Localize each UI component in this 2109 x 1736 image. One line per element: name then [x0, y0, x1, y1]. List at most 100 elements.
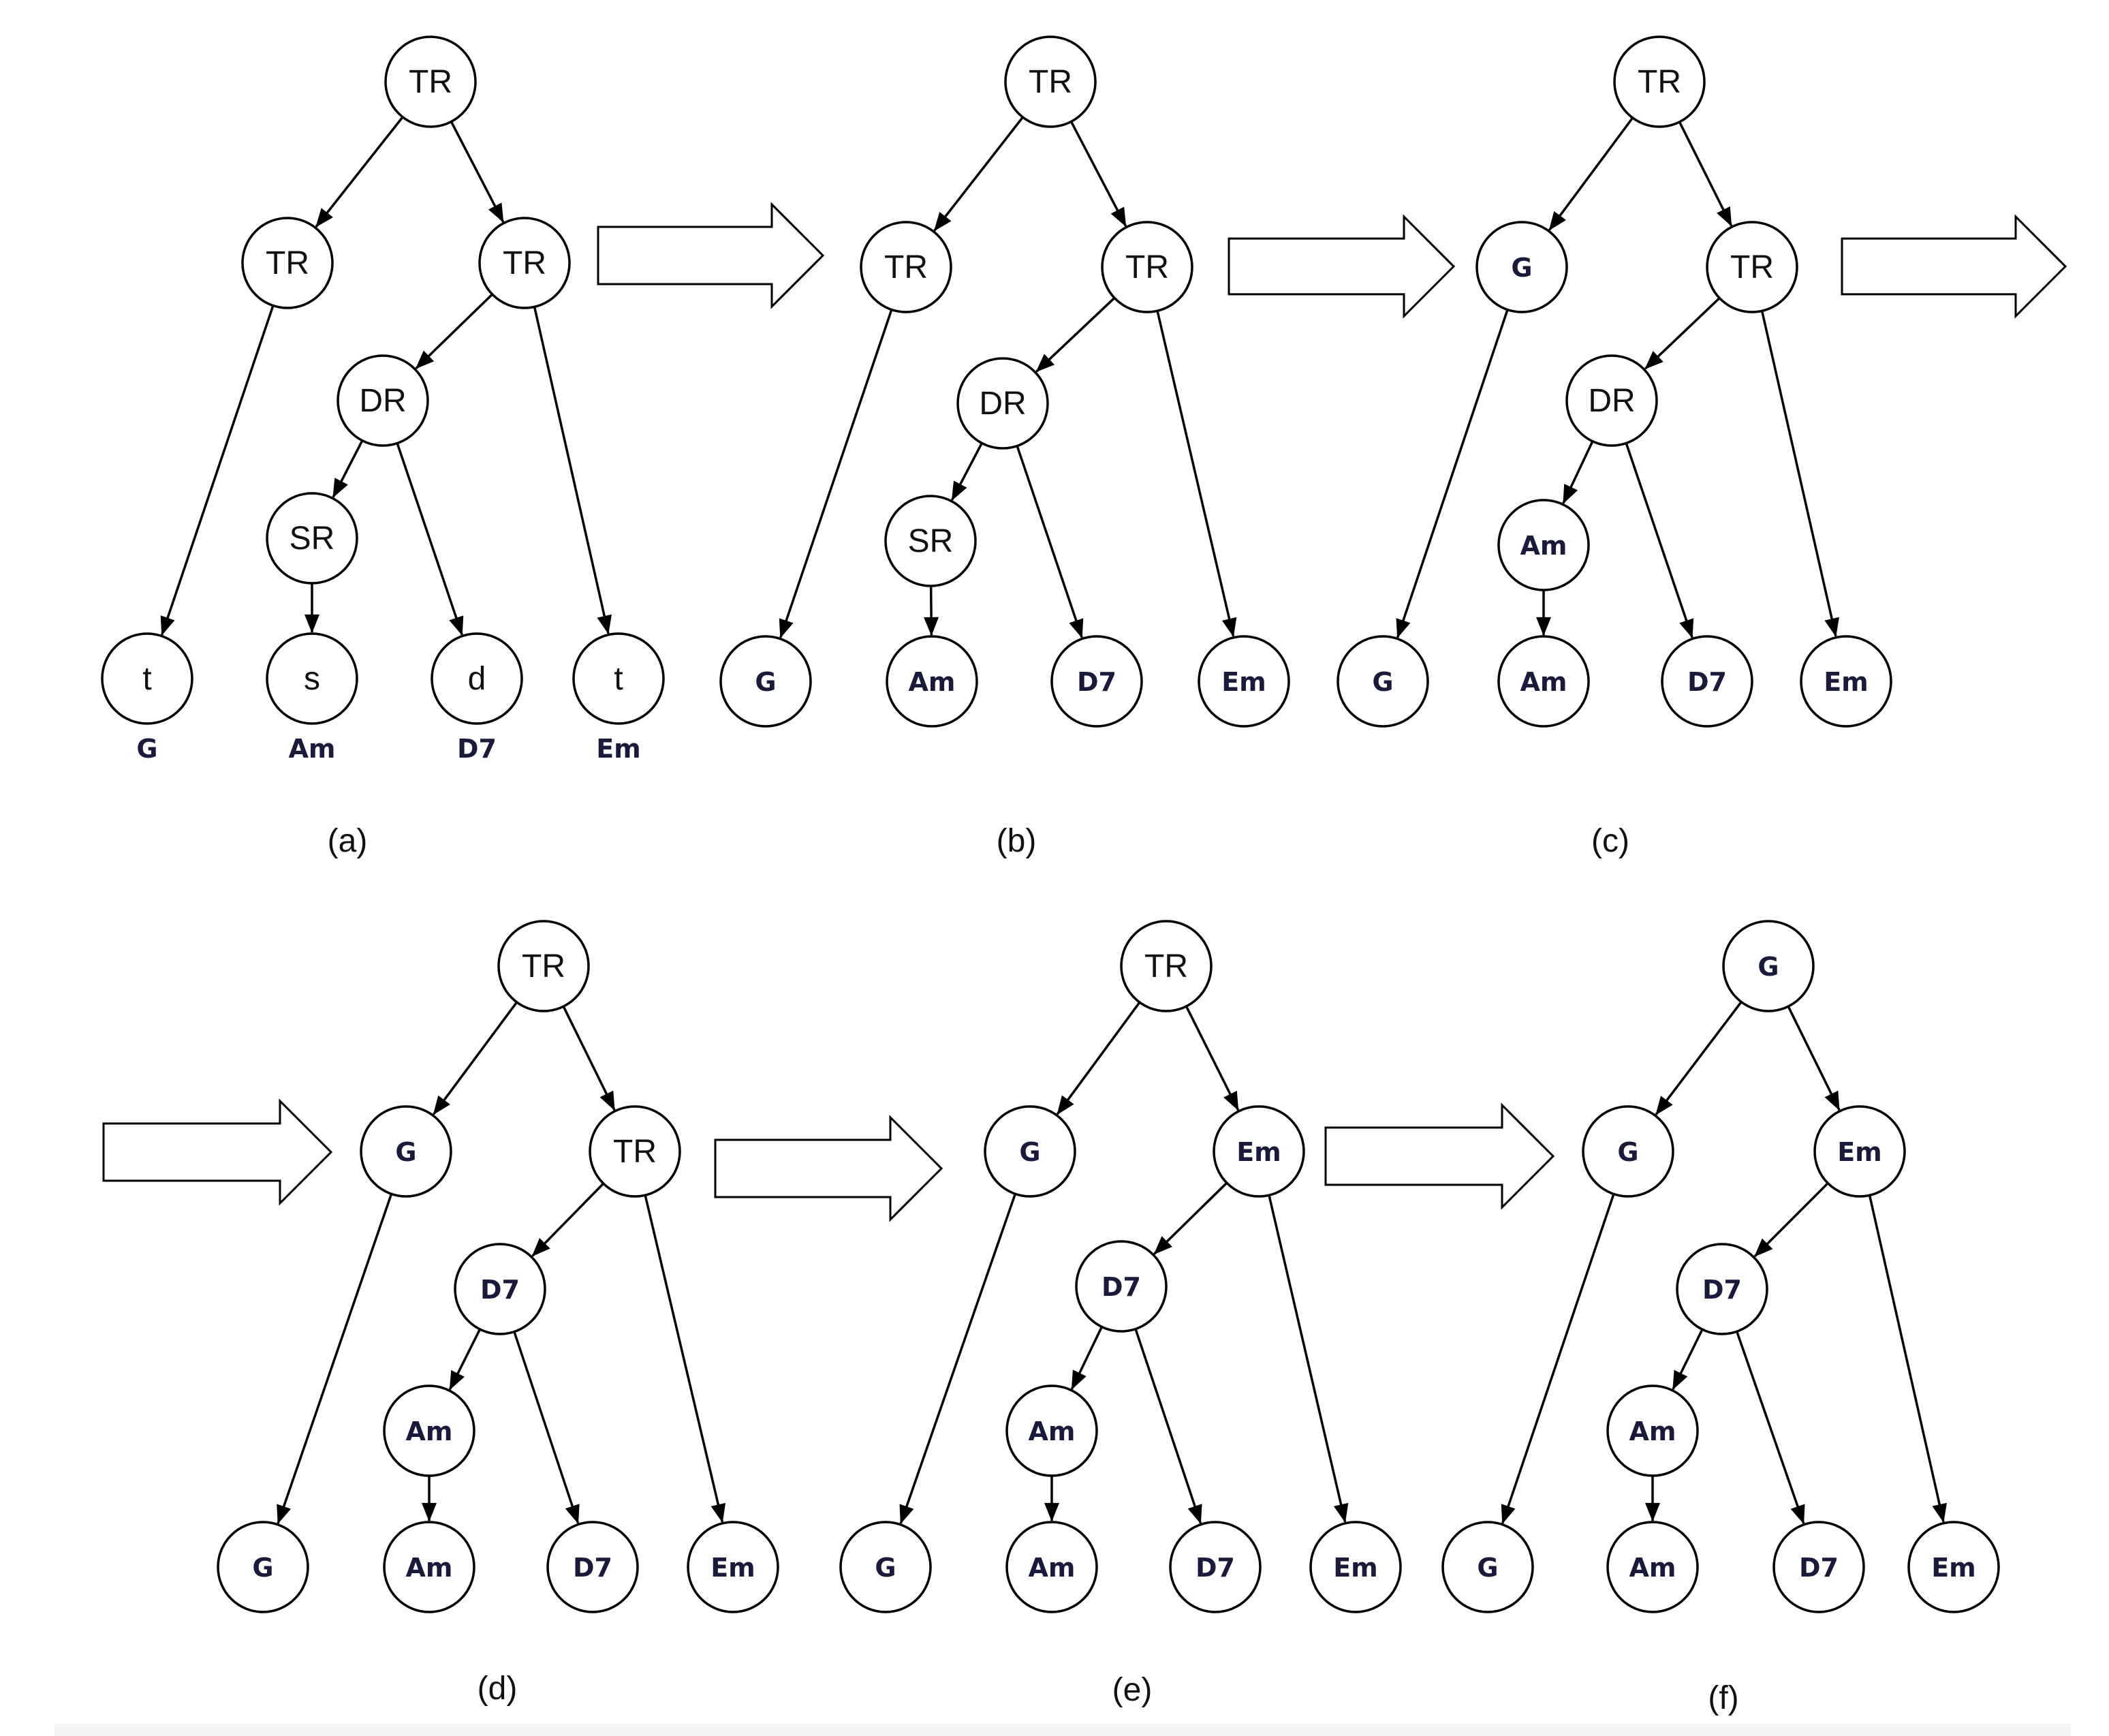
- node-circle: [839, 1521, 932, 1613]
- node-label: t: [614, 661, 623, 697]
- tree-node: TR: [1101, 221, 1193, 313]
- node-label: TR: [503, 245, 546, 281]
- tree-edge: [332, 439, 364, 498]
- tree-node: Am: [383, 1384, 475, 1477]
- tree-node: G: [719, 635, 812, 728]
- tree-edge: [1016, 445, 1084, 638]
- node-label: G: [395, 1137, 416, 1167]
- tree-node: TR: [860, 221, 952, 313]
- tree-edge: [1268, 1194, 1349, 1523]
- node-circle: [1213, 1105, 1305, 1198]
- node-label: Am: [1629, 1553, 1676, 1583]
- node-circle: [241, 217, 334, 309]
- tree-node: TR: [384, 35, 477, 128]
- tree-edge: [1056, 1002, 1141, 1115]
- node-circle: [266, 632, 358, 725]
- node-label: G: [1758, 952, 1779, 982]
- node-circle: [1198, 635, 1290, 728]
- node-label: SR: [908, 523, 954, 559]
- tree-node: Em: [1198, 635, 1290, 728]
- block-arrow-icon: [714, 1115, 943, 1222]
- tree-node: Em: [1813, 1105, 1906, 1198]
- tree-edge: [533, 306, 612, 635]
- tree-edge: [644, 1194, 726, 1523]
- tree-node: Am: [1005, 1384, 1098, 1477]
- tree-node: D7: [1075, 1240, 1168, 1333]
- tree-node: TR: [478, 217, 571, 309]
- node-label: Em: [1236, 1137, 1281, 1167]
- node-label: Em: [1221, 667, 1266, 697]
- tree-node: Am: [383, 1521, 475, 1613]
- chord-label-below: Em: [596, 734, 641, 764]
- node-circle: [478, 217, 571, 309]
- node-label: TR: [1730, 249, 1774, 285]
- node-label: D7: [573, 1553, 612, 1583]
- node-label: TR: [884, 249, 928, 285]
- tree-edge: [1753, 1182, 1829, 1258]
- node-circle: [266, 492, 358, 585]
- tree-edge: [1760, 310, 1839, 638]
- node-circle: [1606, 1384, 1699, 1477]
- block-arrow-icon: [597, 202, 825, 309]
- tree-node: Em: [1907, 1521, 2000, 1613]
- tree-node: TR: [497, 920, 590, 1012]
- tree-node: Am: [1005, 1521, 1098, 1613]
- node-label: TR: [266, 245, 309, 281]
- tree-edge: [160, 305, 275, 636]
- node-circle: [497, 920, 590, 1012]
- node-label: D7: [1687, 667, 1727, 697]
- tree-edge: [1625, 442, 1694, 638]
- node-circle: [1309, 1521, 1402, 1613]
- node-circle: [984, 1105, 1076, 1198]
- tree-node: D7: [1050, 635, 1143, 728]
- node-label: TR: [1125, 249, 1169, 285]
- node-circle: [1772, 1521, 1865, 1613]
- tree-node: G: [1337, 635, 1429, 728]
- tree-edge: [1548, 117, 1634, 231]
- tree-edge: [1672, 1329, 1704, 1391]
- tree-edge: [933, 116, 1024, 232]
- node-circle: [1497, 635, 1590, 728]
- node-label: D7: [1702, 1275, 1742, 1305]
- node-circle: [589, 1105, 681, 1198]
- tree-node: G: [1441, 1521, 1534, 1613]
- tree-node: D7: [1772, 1521, 1865, 1613]
- node-circle: [1676, 1243, 1768, 1335]
- tree-edge: [1396, 309, 1509, 638]
- block-arrow-icon: [1324, 1102, 1555, 1210]
- node-circle: [956, 357, 1049, 450]
- block-arrow-icon: [102, 1098, 333, 1206]
- node-circle: [383, 1384, 475, 1477]
- panel-caption: (a): [328, 823, 368, 859]
- node-circle: [1475, 221, 1568, 313]
- tree-node: DR: [956, 357, 1049, 450]
- node-label: Am: [908, 667, 955, 697]
- node-label: TR: [409, 64, 452, 100]
- node-label: G: [1019, 1137, 1040, 1167]
- tree-edge: [1185, 1006, 1240, 1111]
- tree-edge: [450, 121, 505, 223]
- node-circle: [1101, 221, 1193, 313]
- node-circle: [217, 1521, 309, 1613]
- tree-edge: [779, 309, 893, 638]
- tree-edge: [951, 442, 983, 501]
- node-label: DR: [979, 386, 1026, 422]
- node-label: Am: [405, 1553, 452, 1583]
- node-circle: [337, 354, 429, 447]
- node-label: DR: [359, 383, 406, 419]
- tree-edge: [1153, 1181, 1228, 1255]
- chord-label-below: G: [136, 734, 157, 764]
- panel-caption: (d): [478, 1671, 518, 1707]
- tree-node: t: [572, 632, 665, 725]
- panel-caption: (f): [1708, 1680, 1738, 1716]
- node-circle: [1613, 35, 1706, 128]
- node-label: G: [875, 1553, 896, 1583]
- node-label: TR: [522, 948, 565, 985]
- tree-edge: [1655, 1001, 1743, 1115]
- bottom-fade-strip: [54, 1724, 2071, 1736]
- node-circle: [1075, 1240, 1168, 1333]
- tree-node: G: [1722, 920, 1815, 1012]
